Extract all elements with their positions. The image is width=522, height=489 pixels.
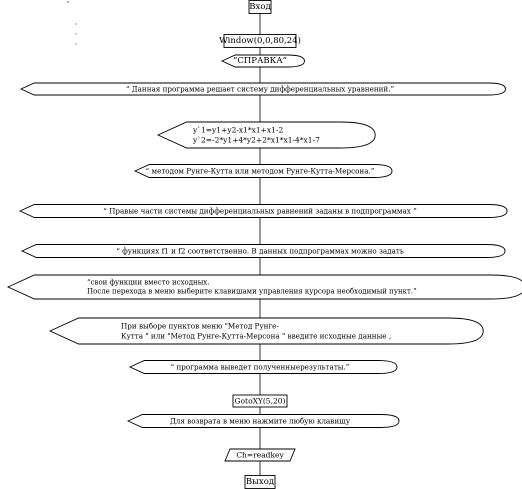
flow-node-out2: “ методом Рунге-Кутта или методом Рунге-… <box>133 164 393 178</box>
node-text: Ch=readkey <box>236 451 284 460</box>
display-shape <box>20 244 506 258</box>
flow-node-window: Window(0,0,80,24) <box>219 34 301 48</box>
node-text: “ Правые части системы дифференциальных … <box>103 207 417 216</box>
node-text: “ методом Рунге-Кутта или методом Рунге-… <box>146 167 375 176</box>
node-text: “ функциях f1 и f2 соответственно. В дан… <box>116 247 404 256</box>
margin-dots <box>67 1 77 45</box>
flow-node-readkey: Ch=readkey <box>224 448 296 462</box>
flow-node-out3: “ Правые части системы дифференциальных … <box>18 204 508 218</box>
flow-node-title: “СПРАВКА” <box>220 54 305 68</box>
node-text: “ Данная программа решает систему диффер… <box>126 85 395 94</box>
node-text: GotoXY(5,20) <box>235 397 286 406</box>
node-text: При выборе пунктов меню "Метод Рунге- <box>121 322 279 331</box>
margin-dot <box>75 23 77 25</box>
process-box <box>248 0 272 14</box>
display-shape <box>220 54 305 68</box>
flow-node-out8: Для возврата в меню нажмите любую клавиш… <box>126 414 400 428</box>
node-text: “свои функции вместо исходных. <box>87 278 209 286</box>
flow-node-system: y`1=y1+y2-x1*x1+x1-2 y`2=-2*y1+4*y2+2*x1*… <box>156 121 376 149</box>
margin-dot <box>75 33 77 35</box>
display-shape <box>156 121 376 149</box>
node-text: y`2=-2*y1+4*y2+2*x1*x1-4*x1-7 <box>192 136 320 145</box>
flow-node-goto: GotoXY(5,20) <box>232 394 288 408</box>
display-shape <box>19 82 506 96</box>
node-text: Window(0,0,80,24) <box>219 35 301 46</box>
display-shape <box>126 414 400 428</box>
flow-node-start: Вход <box>248 0 272 14</box>
flow-node-out4: “ функциях f1 и f2 соответственно. В дан… <box>20 244 506 258</box>
flow-node-out5: “свои функции вместо исходных. После пере… <box>6 274 522 300</box>
display-shape <box>48 317 484 345</box>
display-shape <box>133 164 393 178</box>
node-text: Для возврата в меню нажмите любую клавиш… <box>170 417 351 426</box>
node-text: “ программа выведет полученныерезультаты… <box>171 363 350 372</box>
node-text: y`1=y1+y2-x1*x1+x1-2 <box>192 125 283 134</box>
input-parallelogram <box>224 448 296 462</box>
display-shape <box>128 360 398 374</box>
process-box <box>232 394 288 408</box>
node-text: После перехода в меню выберите клавишами… <box>87 288 417 296</box>
margin-dot <box>75 43 77 45</box>
display-shape <box>18 204 508 218</box>
node-text: Выход <box>246 477 274 487</box>
flow-node-end: Выход <box>244 475 276 489</box>
process-box <box>223 34 297 48</box>
margin-dot <box>67 1 69 3</box>
flow-node-out7: “ программа выведет полученныерезультаты… <box>128 360 398 374</box>
node-text: Кутта " или "Метод Рунге-Кутта-Мерсона "… <box>121 331 391 340</box>
node-text: Вход <box>249 2 270 12</box>
node-text: “СПРАВКА” <box>233 55 287 66</box>
flow-node-out6: При выборе пунктов меню "Метод Рунге-Кут… <box>48 317 484 345</box>
flow-node-out1: “ Данная программа решает систему диффер… <box>19 82 506 96</box>
display-shape <box>6 274 522 300</box>
